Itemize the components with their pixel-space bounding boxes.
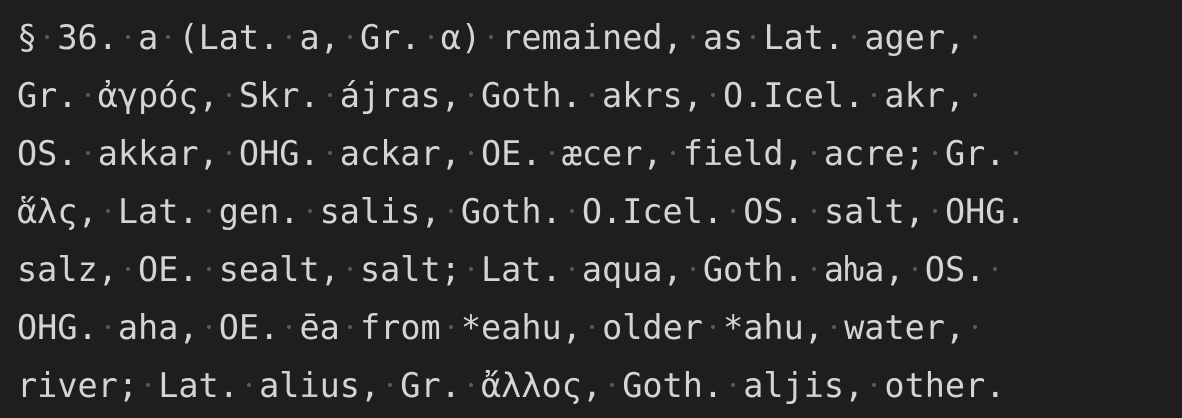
editor-token: α) <box>440 17 482 57</box>
editor-token: aljis, <box>743 365 865 405</box>
editor-token: Goth. <box>480 75 582 115</box>
editor-line[interactable]: § 36. a (Lat. a, Gr. α) remained, as Lat. ager, <box>17 8 1182 66</box>
editor-token: akkar, <box>97 133 219 173</box>
editor-token: Gr. <box>359 17 421 57</box>
editor-token: (Lat. <box>178 17 280 57</box>
editor-token: river; <box>17 365 139 405</box>
editor-line[interactable]: salz, OE. sealt, salt; Lat. aqua, Goth. aƕa, OS. <box>17 240 1182 298</box>
editor-token: ἀγρός, <box>97 75 219 115</box>
editor-token: Goth. <box>460 191 562 231</box>
editor-token: Lat. <box>158 365 239 405</box>
editor-token: akrs, <box>602 75 703 115</box>
editor-token: Skr. <box>238 75 320 115</box>
editor-token: salz, <box>17 249 118 289</box>
editor-token: OS. <box>743 191 804 231</box>
editor-token: as <box>702 17 744 57</box>
editor-token: *ahu, <box>723 307 824 347</box>
editor-token: OHG. <box>238 133 320 173</box>
editor-token: OE. <box>218 307 280 347</box>
editor-token: aqua, <box>581 249 683 289</box>
editor-token: other. <box>884 365 1006 405</box>
editor-token: OS. <box>924 249 986 289</box>
editor-token: Lat. <box>480 249 562 289</box>
editor-token: acre; <box>823 133 925 173</box>
editor-token: salt; <box>359 249 461 289</box>
editor-token: Goth. <box>702 249 804 289</box>
editor-token: alius, <box>259 365 381 405</box>
editor-token: æcer, <box>561 133 663 173</box>
editor-token: aƕa, <box>823 249 905 289</box>
editor-token: OHG. <box>944 191 1026 231</box>
editor-token: ackar, <box>339 133 461 173</box>
editor-token: salis, <box>319 191 441 231</box>
editor-token: from <box>359 307 441 347</box>
editor-token: 36. <box>57 17 118 57</box>
editor-token: sealt, <box>218 249 340 289</box>
editor-token: OHG. <box>17 307 98 347</box>
editor-line[interactable]: Gr. ἀγρός, Skr. ájras, Goth. akrs, O.Icel. akr, <box>17 66 1182 124</box>
editor-token: Gr. <box>17 75 78 115</box>
editor-token: a, <box>299 17 340 57</box>
editor-token: ἄλλος, <box>480 365 602 405</box>
editor-line[interactable]: river; Lat. alius, Gr. ἄλλος, Goth. aljis, othe… <box>17 356 1182 414</box>
editor-token: Goth. <box>622 365 724 405</box>
editor-token: akr, <box>884 75 966 115</box>
editor-token: field, <box>682 133 804 173</box>
editor-token: water, <box>844 307 966 347</box>
editor-token: ájras, <box>339 75 461 115</box>
editor-token: salt, <box>823 191 925 231</box>
editor-token: older <box>602 307 703 347</box>
editor-token: § <box>17 17 38 57</box>
editor-token: Gr. <box>400 365 461 405</box>
editor-token: *eahu, <box>460 307 582 347</box>
editor-token: ἅλς, <box>17 191 98 231</box>
editor-line[interactable]: OS. akkar, OHG. ackar, OE. æcer, field, acre; Gr… <box>17 124 1182 182</box>
editor-token: Gr. <box>944 133 1006 173</box>
editor-token: ēa <box>299 307 340 347</box>
editor-token: OS. <box>17 133 78 173</box>
editor-token: remained, <box>501 17 683 57</box>
editor-token: ager, <box>864 17 966 57</box>
editor-token: O.Icel. <box>581 191 724 231</box>
editor-token: O.Icel. <box>723 75 865 115</box>
editor-token: gen. <box>218 191 300 231</box>
editor-token: OE. <box>138 249 199 289</box>
editor-token: aha, <box>117 307 199 347</box>
editor-token: OE. <box>480 133 542 173</box>
editor-token: a <box>138 17 159 57</box>
editor-line[interactable]: ἅλς, Lat. gen. salis, Goth. O.Icel. OS. salt, OH… <box>17 182 1182 240</box>
editor-token: Lat. <box>117 191 199 231</box>
editor-token: Lat. <box>763 17 845 57</box>
